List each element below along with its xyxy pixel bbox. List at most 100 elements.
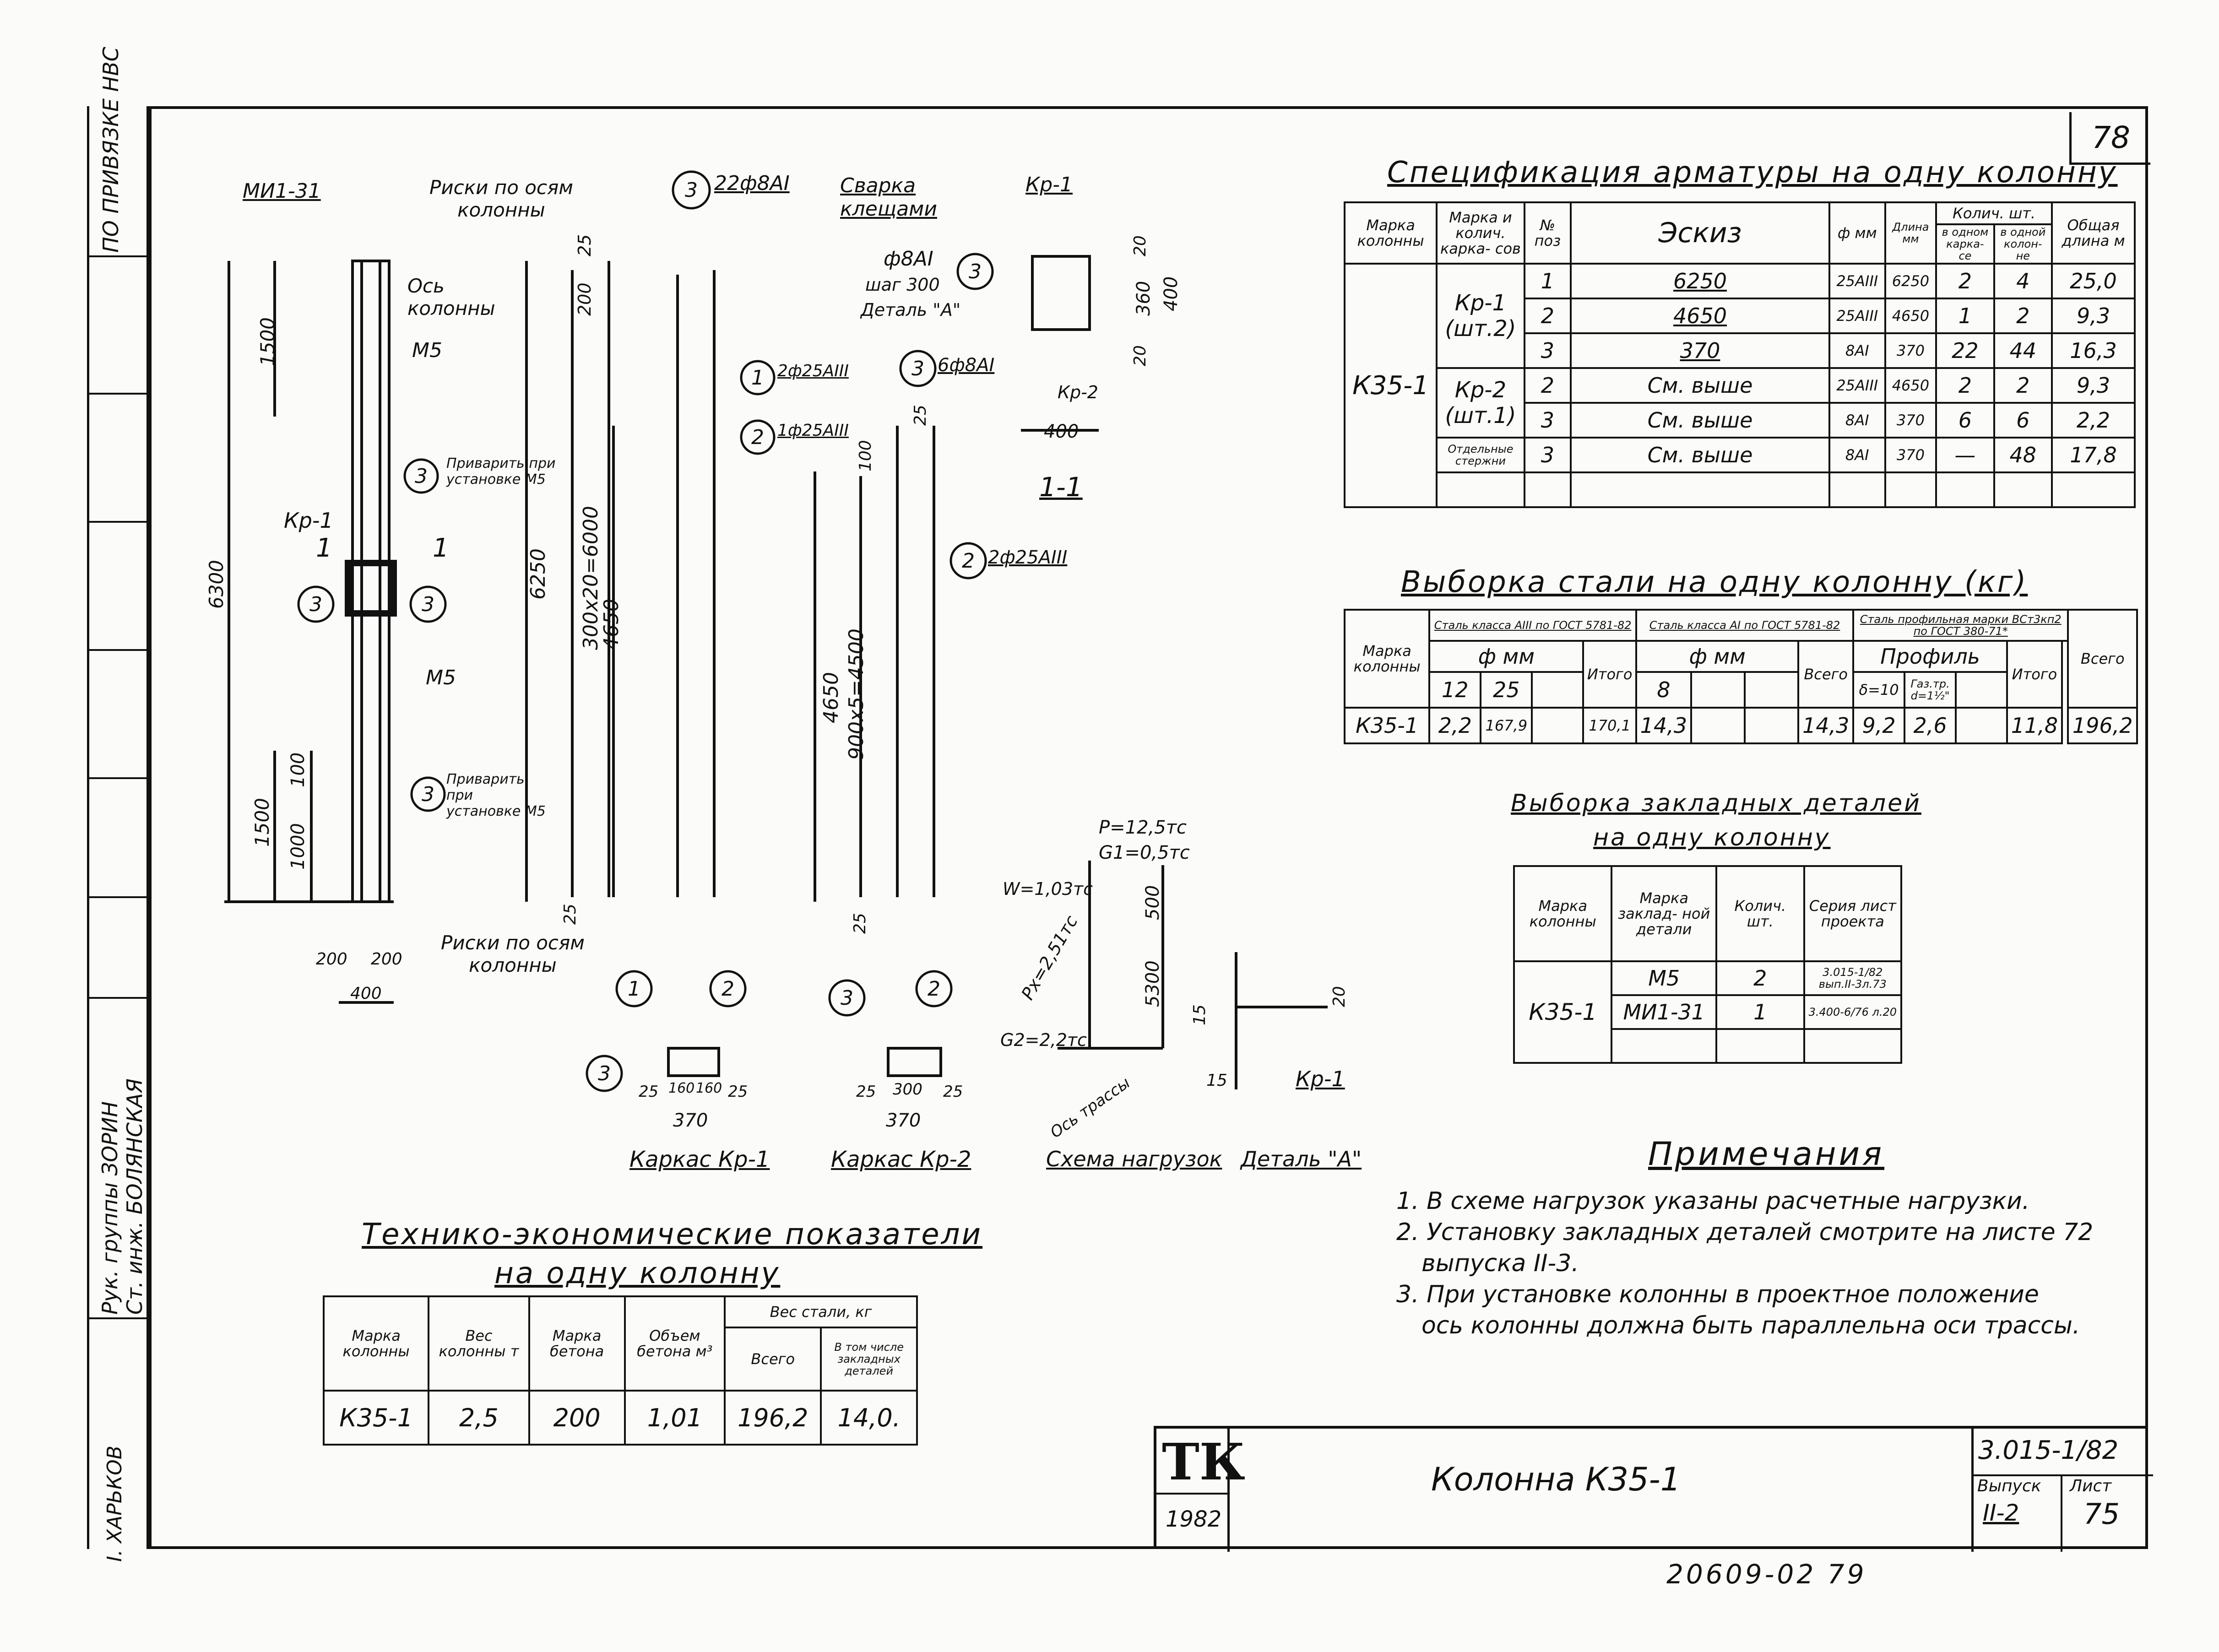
spec-cell: 44 (1993, 332, 2053, 369)
section-hatch (345, 560, 397, 617)
embedded-cell: 3.400-6/76 л.20 (1803, 994, 1903, 1030)
drawing-name: Колонна К35-1 (1431, 1461, 1681, 1498)
tech-cell: 14,0. (820, 1390, 918, 1446)
tk-logo: ТК (1162, 1432, 1245, 1491)
spec-frame: Кр-1 (шт.2) (1436, 263, 1525, 369)
spec-cell: 16,3 (2051, 332, 2136, 369)
spec-frame: Кр-2 (шт.1) (1436, 367, 1525, 439)
dim: 15 (1190, 1004, 1209, 1025)
steel-header: Марка колонны (1343, 609, 1431, 709)
column-note: Ось колонны (407, 275, 495, 320)
svg-text:3: 3 (422, 593, 434, 616)
dim: 20 (1131, 345, 1150, 366)
column-note: Приварить при установке М5 (446, 455, 556, 487)
dim: 1500 (256, 317, 279, 366)
spec-cell: 3 (1523, 437, 1572, 473)
dim: 5300 (1142, 960, 1163, 1007)
spec-header: № поз (1523, 201, 1572, 265)
spec-cell: 22 (1935, 332, 1995, 369)
tech-cell: 200 (528, 1390, 626, 1446)
svg-text:3: 3 (969, 260, 982, 283)
spec-cell: 6250 (1884, 263, 1937, 299)
dim: 1500 (251, 798, 273, 847)
section-label: Деталь "А" (861, 300, 961, 320)
spec-cell: 25,0 (2051, 263, 2136, 299)
steel-header: ф мм (1635, 640, 1800, 673)
svg-text:2: 2 (722, 977, 734, 1001)
spec-header: Длина мм (1884, 201, 1937, 265)
section-label: ф8АI (884, 247, 933, 271)
dim: 25 (561, 904, 580, 925)
svg-text:2: 2 (928, 977, 940, 1001)
embedded-header: Марка заклад- ной детали (1611, 865, 1717, 962)
spec-cell: См. выше (1570, 367, 1830, 404)
stamp-cell (89, 651, 149, 779)
tech-title-2: на одну колонну (494, 1257, 781, 1290)
spec-frame: Отдельные стержни (1436, 437, 1525, 473)
dim: 20 (1330, 986, 1349, 1007)
spec-cell: 8АI (1828, 332, 1886, 369)
steel-cell: 9,2 (1852, 707, 1906, 744)
karkas-kr1-caption: Каркас Кр-1 (629, 1147, 770, 1172)
spec-header: Общая длина м (2051, 201, 2136, 265)
svg-text:3: 3 (415, 465, 428, 488)
spec-cell: 1 (1523, 263, 1572, 299)
steel-cell: 14,3 (1635, 707, 1692, 744)
column-note: М5 (426, 666, 456, 689)
section-label: Сварка клещами (840, 174, 937, 221)
note-line: 1. В схеме нагрузок указаны расчетные на… (1396, 1187, 2030, 1215)
dim: 4650 (819, 672, 843, 723)
spec-header: Марка и колич. карка- сов (1436, 201, 1525, 265)
note-line: ось колонны должна быть параллельна оси … (1421, 1312, 2080, 1339)
svg-text:3: 3 (309, 593, 322, 616)
column-note: М5 (412, 339, 442, 362)
dim: 360 (1133, 281, 1154, 316)
note-line: 2. Установку закладных деталей смотрите … (1396, 1219, 2094, 1246)
steel-header: δ=10 (1852, 671, 1906, 709)
dim: 4650 (600, 599, 623, 650)
steel-header: Итого (2006, 640, 2063, 709)
embedded-cell: МИ1-31 (1611, 994, 1717, 1030)
load-label: G2=2,2тс (1000, 1030, 1087, 1050)
spec-cell: 25АIII (1828, 298, 1886, 334)
svg-text:3: 3 (911, 357, 924, 380)
embedded-header: Серия лист проекта (1803, 865, 1903, 962)
steel-cell: 11,8 (2006, 707, 2063, 744)
tech-header: Объем бетона м³ (624, 1295, 726, 1392)
dim: 900х5=4500 (845, 628, 868, 760)
archive-code: 20609-02 79 (1666, 1559, 1867, 1590)
section-label: шаг 300 (865, 275, 940, 295)
embedded-cell: 1 (1715, 994, 1805, 1030)
spec-cell: 2 (1993, 367, 2053, 404)
steel-cell: 2,6 (1904, 707, 1957, 744)
tech-title-1: Технико-экономические показатели (362, 1218, 983, 1251)
steel-header: Сталь класса АI по ГОСТ 5781-82 (1635, 609, 1855, 642)
logo-cell: ТК 1982 (1156, 1429, 1245, 1552)
steel-title: Выборка стали на одну колонну (кг) (1401, 565, 2028, 599)
steel-cell: 196,2 (2067, 707, 2138, 744)
steel-header: 12 (1428, 671, 1482, 709)
embedded-header: Колич. шт. (1715, 865, 1805, 962)
tech-table: Марка колонны Вес колонны т Марка бетона… (322, 1295, 918, 1446)
stamp-cell (89, 395, 149, 523)
spec-cell: 6 (1935, 402, 1995, 439)
embedded-mark: К35-1 (1513, 960, 1613, 1064)
embedded-title-1: Выборка закладных деталей (1511, 790, 1921, 817)
spec-title: Спецификация арматуры на одну колонну (1387, 156, 2118, 190)
spec-cell: 9,3 (2051, 298, 2136, 334)
tech-header: Вес колонны т (428, 1295, 530, 1392)
column-top-mark: МИ1-31 (243, 179, 321, 203)
spec-table: Марка колонны Марка и колич. карка- сов … (1343, 201, 2136, 508)
stamp-cell (89, 523, 149, 651)
tech-header: Марка бетона (528, 1295, 626, 1392)
notes-block: 1. В схеме нагрузок указаны расчетные на… (1396, 1186, 2093, 1341)
column-note: Риски по осям колонны (441, 932, 585, 976)
spec-cell: 8АI (1828, 437, 1886, 473)
svg-text:1: 1 (751, 366, 764, 390)
steel-header: ф мм (1428, 640, 1584, 673)
steel-header: 25 (1480, 671, 1533, 709)
svg-text:2: 2 (962, 549, 975, 573)
spec-cell: 25АIII (1828, 263, 1886, 299)
dim: 160 (696, 1080, 722, 1096)
steel-cell: 2,2 (1428, 707, 1482, 744)
